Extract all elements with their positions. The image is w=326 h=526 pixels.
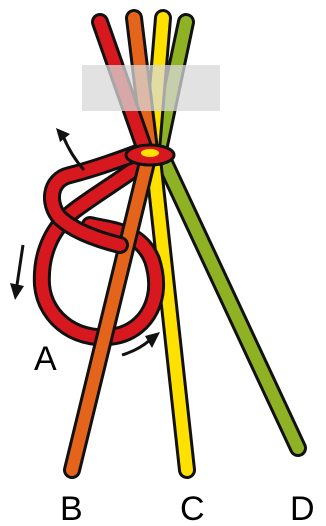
arrow-down-icon bbox=[10, 245, 24, 300]
knot-wrap bbox=[126, 145, 174, 165]
arrow-up-icon bbox=[56, 128, 84, 170]
tape-band bbox=[82, 65, 220, 111]
label-d: D bbox=[290, 490, 315, 526]
label-a: A bbox=[34, 340, 57, 378]
label-c: C bbox=[180, 490, 205, 526]
label-b: B bbox=[60, 490, 83, 526]
